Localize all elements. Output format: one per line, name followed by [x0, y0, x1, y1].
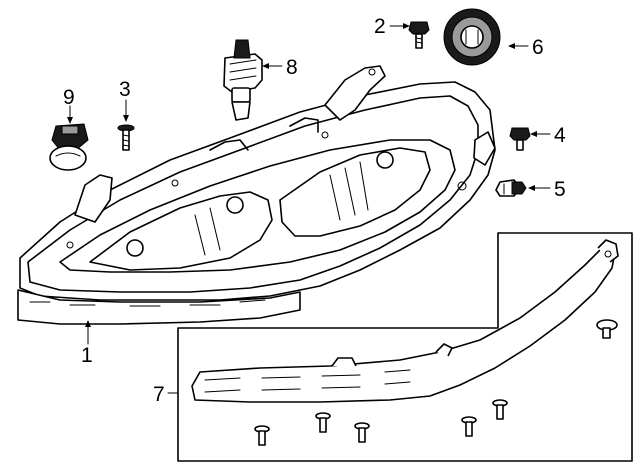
callout-labels: 1 2 3 4 5 6 7 8 9 — [63, 15, 566, 406]
drl-assembly-part-7 — [177, 232, 633, 462]
cap-part-6 — [443, 8, 501, 66]
screw-part-4 — [509, 127, 531, 151]
callout-3: 3 — [119, 78, 131, 101]
screw-part-3 — [117, 124, 135, 151]
callout-6: 6 — [532, 36, 544, 59]
callout-9: 9 — [63, 86, 75, 109]
bulb-socket-part-8 — [223, 39, 263, 121]
headlamp-assembly — [17, 65, 496, 325]
box-screws — [254, 399, 508, 446]
clip-part-5 — [495, 179, 527, 197]
screw-part-2 — [408, 21, 430, 49]
leader-lines — [67, 23, 551, 394]
callout-4: 4 — [554, 124, 566, 147]
callout-8: 8 — [286, 56, 298, 79]
callout-7: 7 — [153, 383, 165, 406]
callout-1: 1 — [81, 344, 93, 367]
bulb-part-9 — [49, 123, 89, 171]
callout-5: 5 — [554, 178, 566, 201]
callout-2: 2 — [374, 15, 386, 38]
